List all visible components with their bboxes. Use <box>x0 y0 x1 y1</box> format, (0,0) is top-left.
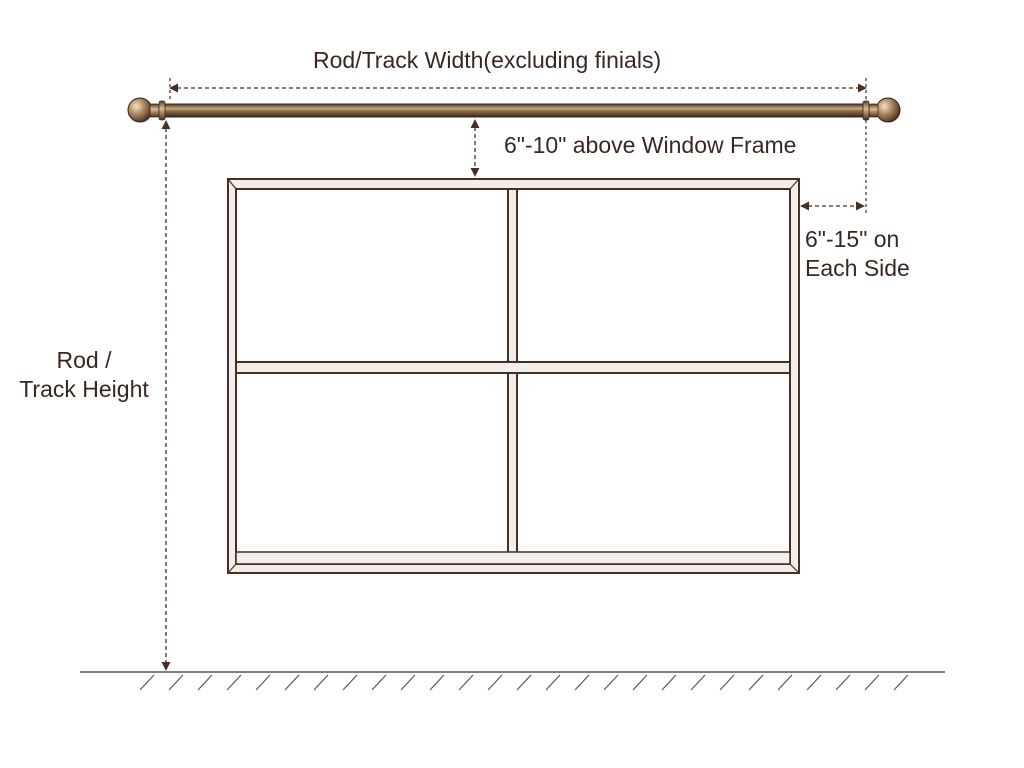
floor-hatch-mark <box>661 674 677 691</box>
floor-hatch-mark <box>690 674 706 691</box>
floor-hatch-mark <box>371 674 387 691</box>
floor-hatch-mark <box>284 674 300 691</box>
floor-hatch-mark <box>574 674 590 691</box>
floor-hatch-mark <box>458 674 474 691</box>
right-finial-collar <box>868 103 879 118</box>
floor-hatch-mark <box>777 674 793 691</box>
rod-height-label-line1: Rod / <box>56 347 112 373</box>
rod-width-label: Rod/Track Width(excluding finials) <box>313 47 662 73</box>
rod-bar <box>159 103 869 118</box>
window-mullion-vertical <box>507 188 518 565</box>
floor-hatch-mark <box>487 674 503 691</box>
floor-hatch-mark <box>545 674 561 691</box>
window <box>227 178 800 574</box>
floor-hatch-mark <box>255 674 271 691</box>
floor-hatch-mark <box>893 674 909 691</box>
floor-hatch-mark <box>226 674 242 691</box>
right-finial-ring <box>862 100 870 121</box>
floor-hatch-mark <box>197 674 213 691</box>
floor-hatch-mark <box>342 674 358 691</box>
floor-hatch-mark <box>139 674 155 691</box>
curtain-rod <box>127 97 901 123</box>
floor-hatch-mark <box>429 674 445 691</box>
floor-hatch-mark <box>806 674 822 691</box>
floor-hatch-mark <box>864 674 880 691</box>
floor-hatching <box>139 674 909 691</box>
floor-hatch-mark <box>603 674 619 691</box>
floor-hatch-mark <box>748 674 764 691</box>
rod-height-label-line2: Track Height <box>19 376 149 402</box>
floor-hatch-mark <box>400 674 416 691</box>
window-mullion-horizontal <box>235 361 791 374</box>
left-finial <box>127 97 153 123</box>
rod-height-label: Rod / Track Height <box>8 346 160 404</box>
floor-hatch-mark <box>835 674 851 691</box>
right-finial <box>875 97 901 123</box>
floor <box>80 671 945 691</box>
above-frame-label: 6"-10" above Window Frame <box>504 132 797 158</box>
floor-hatch-mark <box>632 674 648 691</box>
floor-hatch-mark <box>516 674 532 691</box>
each-side-label-line2: Each Side <box>805 255 910 281</box>
left-finial-collar <box>149 103 160 118</box>
dimension-each-side <box>800 120 867 215</box>
dimension-rod-width <box>169 78 867 102</box>
each-side-label-line1: 6"-15" on <box>805 226 900 252</box>
each-side-label: 6"-15" on Each Side <box>805 225 910 283</box>
floor-hatch-mark <box>313 674 329 691</box>
floor-hatch-mark <box>168 674 184 691</box>
window-sill <box>235 551 791 565</box>
left-finial-ring <box>158 100 166 121</box>
floor-hatch-mark <box>719 674 735 691</box>
